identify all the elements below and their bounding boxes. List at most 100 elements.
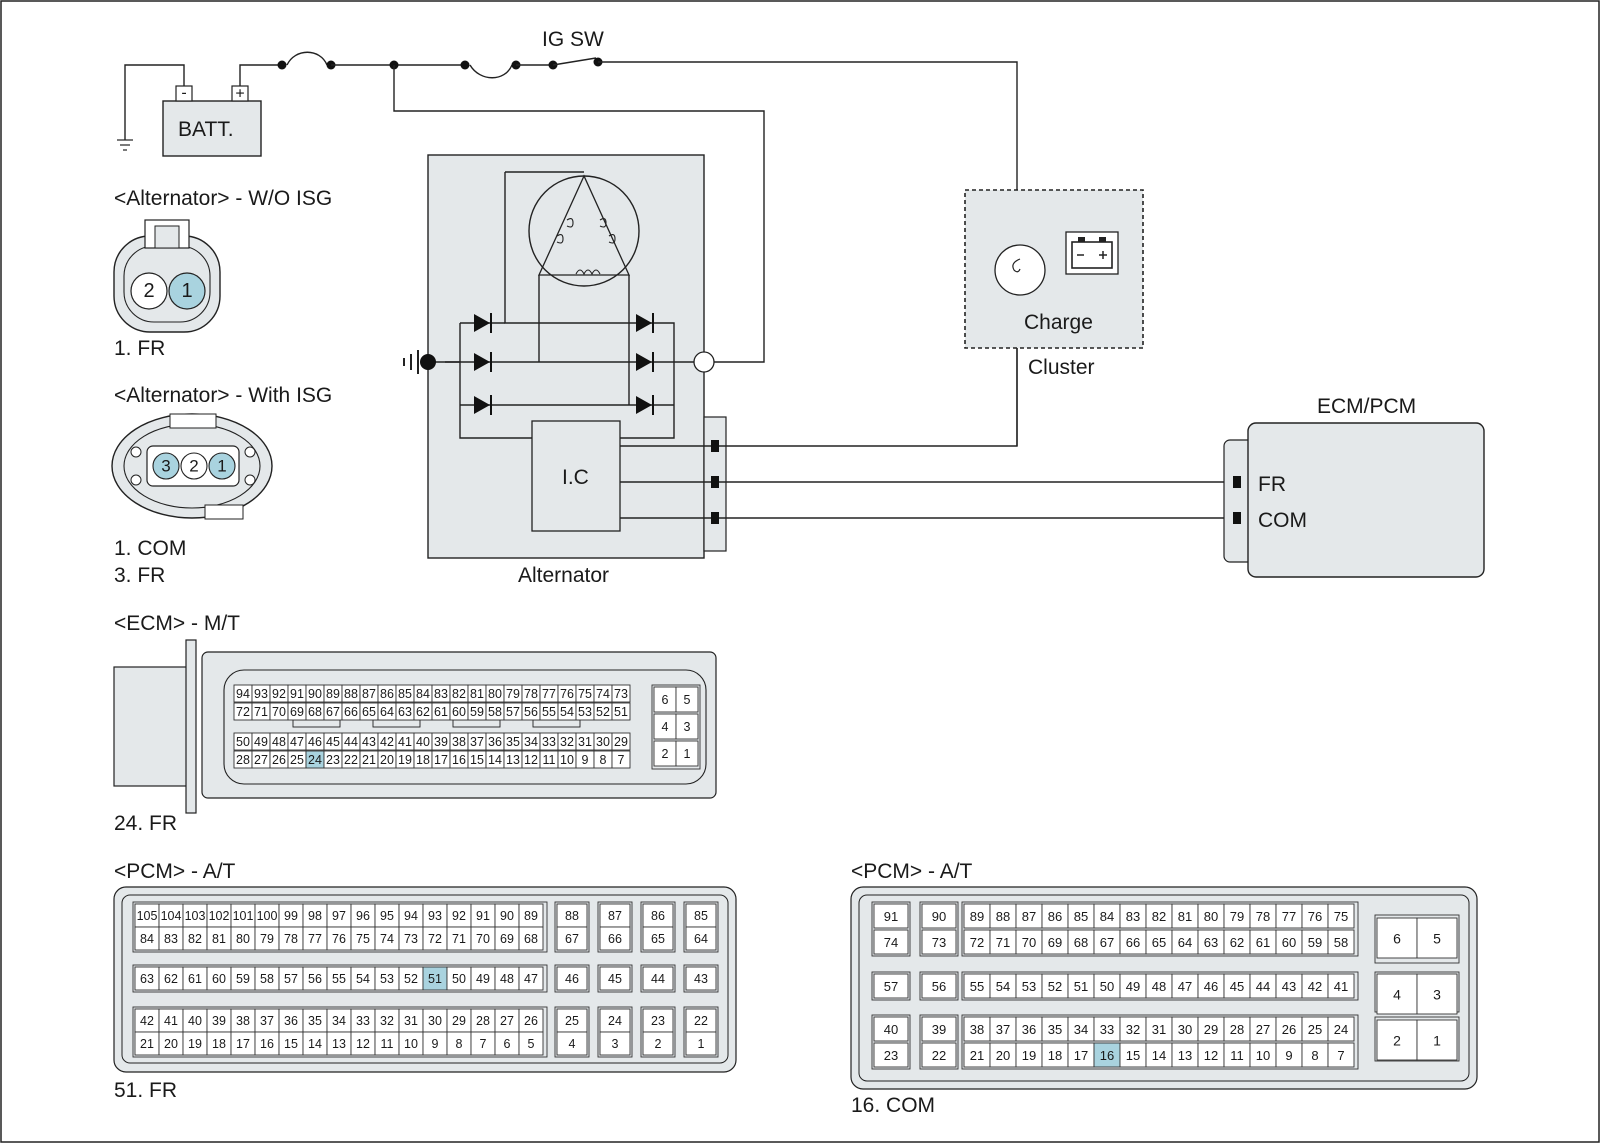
- pin-cell: [873, 1042, 909, 1068]
- pin-number: 27: [1256, 1022, 1270, 1037]
- pin-cell: [685, 966, 717, 991]
- battery: - + BATT.: [162, 85, 262, 157]
- pin-number: 5: [1433, 931, 1441, 947]
- alt-with-isg-note-1: 1. COM: [114, 537, 186, 560]
- pin-number: 80: [236, 932, 250, 946]
- pin-number: 49: [476, 972, 490, 986]
- pin-number: 101: [233, 909, 254, 923]
- pin-number: 53: [380, 972, 394, 986]
- pin-number: 84: [140, 932, 154, 946]
- pin-number: 40: [884, 1022, 898, 1037]
- pin-number: 33: [542, 735, 556, 749]
- pin-cell: [1041, 973, 1069, 999]
- pin-cell: [556, 1031, 588, 1056]
- pin-cell: [1145, 1016, 1173, 1042]
- pin-cell: [1249, 903, 1277, 929]
- pin-number: 54: [996, 979, 1010, 994]
- pin-number: 54: [560, 705, 574, 719]
- pin-number: 39: [212, 1014, 226, 1028]
- pin-number: 29: [614, 735, 628, 749]
- pin-number: 35: [506, 735, 520, 749]
- pin-number: 11: [543, 753, 556, 767]
- pin-cell: [989, 973, 1017, 999]
- pin-number: 69: [290, 705, 304, 719]
- pin-number: 68: [1074, 935, 1088, 950]
- pin-cell: [1327, 1042, 1355, 1068]
- pin-number: 86: [380, 687, 394, 701]
- pin-cell: [1119, 1016, 1147, 1042]
- pin-number: 37: [260, 1014, 274, 1028]
- pin-cell: [611, 732, 631, 751]
- pin-number: 59: [1308, 935, 1322, 950]
- pin-number: 1: [684, 747, 691, 761]
- pin-cell: [1119, 1042, 1147, 1068]
- pin-number: 90: [500, 909, 514, 923]
- pin-number: 96: [356, 909, 370, 923]
- pin-cell: [518, 926, 544, 951]
- pin-number: 65: [1152, 935, 1166, 950]
- pin-number: 49: [254, 735, 268, 749]
- pin-cell: [611, 702, 631, 721]
- pin-number: 80: [488, 687, 502, 701]
- pin-number: 89: [524, 909, 538, 923]
- pin-number: 26: [272, 753, 286, 767]
- pin-number: 2: [1393, 1033, 1401, 1049]
- pin-number: 55: [970, 979, 984, 994]
- cluster-label: Cluster: [1028, 356, 1095, 379]
- pin-number: 79: [506, 687, 520, 701]
- pin-cell: [921, 929, 957, 955]
- pin-cell: [1376, 973, 1418, 1015]
- pin-number: 78: [284, 932, 298, 946]
- pin-number: 85: [398, 687, 412, 701]
- pin-number: 48: [272, 735, 286, 749]
- pin-number: 87: [362, 687, 376, 701]
- pin-number: 66: [1126, 935, 1140, 950]
- pin-cell: [1067, 973, 1095, 999]
- alt-wo-isg-note: 1. FR: [114, 337, 165, 360]
- pin-1: 1: [217, 457, 226, 476]
- pin-number: 44: [344, 735, 358, 749]
- pin-number: 62: [164, 972, 178, 986]
- pin-number: 56: [524, 705, 538, 719]
- pin-cell: [1327, 929, 1355, 955]
- pin-number: 22: [932, 1048, 946, 1063]
- pin-number: 31: [1152, 1022, 1166, 1037]
- pin-number: 17: [236, 1037, 250, 1051]
- pin-cell: [963, 973, 991, 999]
- pin-number: 9: [582, 753, 589, 767]
- alt-with-isg-title: <Alternator> - With ISG: [114, 384, 332, 407]
- pin-number: 71: [254, 705, 268, 719]
- pin-cell: [599, 966, 631, 991]
- pin-2: 2: [143, 280, 154, 302]
- pin-number: 38: [236, 1014, 250, 1028]
- pin-number: 26: [524, 1014, 538, 1028]
- pin-number: 16: [452, 753, 466, 767]
- pin-cell: [1015, 1042, 1043, 1068]
- pin-number: 88: [344, 687, 358, 701]
- pin-number: 34: [332, 1014, 346, 1028]
- ecm-mt-title: <ECM> - M/T: [114, 612, 240, 635]
- pin-number: 36: [1022, 1022, 1036, 1037]
- pin-number: 25: [1308, 1022, 1322, 1037]
- ecm-mt-shell: [113, 639, 717, 814]
- pin-number: 44: [1256, 979, 1270, 994]
- pin-cell: [963, 1042, 991, 1068]
- pin-number: 88: [565, 909, 579, 923]
- pin-number: 79: [260, 932, 274, 946]
- svg-text:+: +: [235, 86, 244, 103]
- pin-number: 81: [212, 932, 226, 946]
- pin-number: 8: [456, 1037, 463, 1051]
- pin-number: 27: [254, 753, 268, 767]
- pin-number: 84: [416, 687, 430, 701]
- pin-number: 15: [1126, 1048, 1140, 1063]
- pin-number: 89: [326, 687, 340, 701]
- pin-number: 6: [1393, 931, 1401, 947]
- pin-number: 12: [1204, 1048, 1218, 1063]
- pin-cell: [642, 966, 674, 991]
- pin-number: 64: [694, 932, 708, 946]
- pin-number: 59: [236, 972, 250, 986]
- pin-number: 3: [1433, 987, 1441, 1003]
- pin-number: 1: [1433, 1033, 1441, 1049]
- pin-cell: [1223, 903, 1251, 929]
